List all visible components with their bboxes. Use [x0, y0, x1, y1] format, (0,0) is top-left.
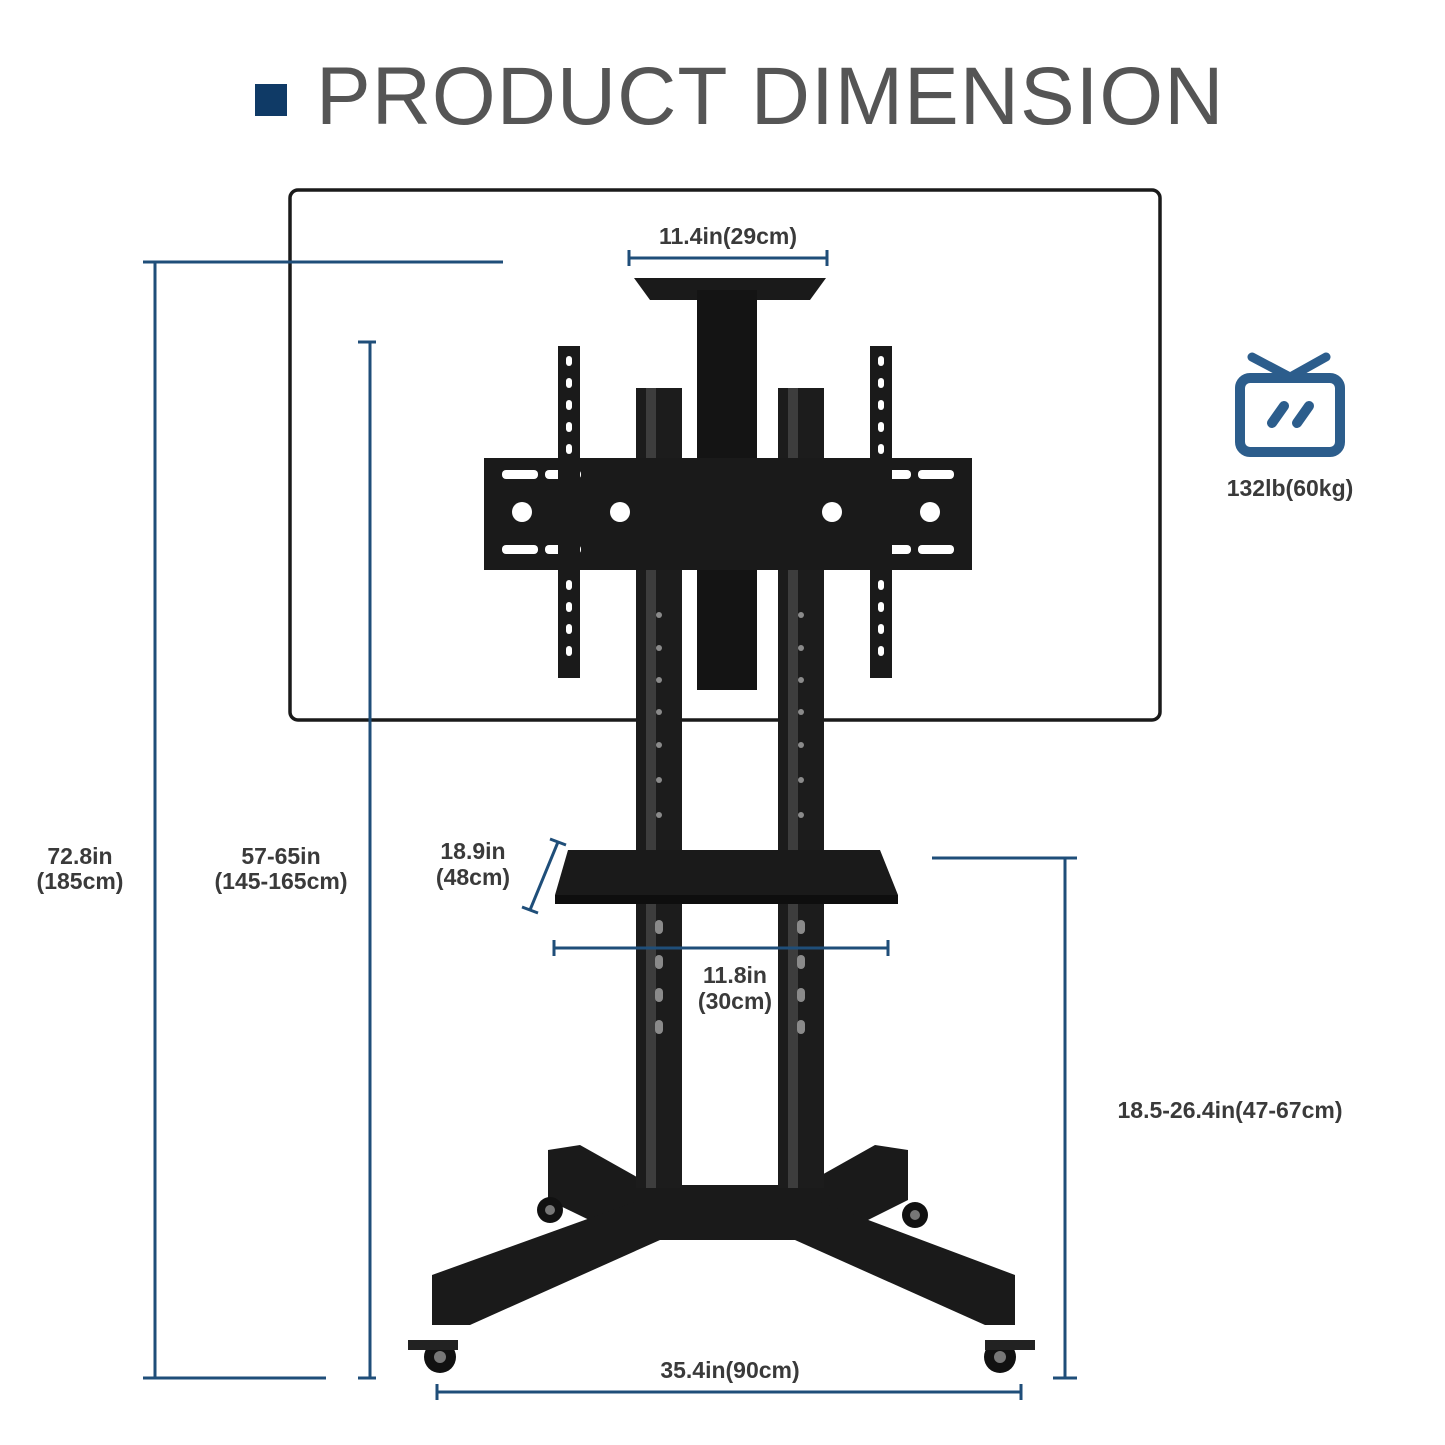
shelf-depth-inches-label: 18.9in [440, 838, 506, 864]
shelf-width-cm-label: (30cm) [697, 988, 773, 1014]
tv-icon [1235, 352, 1345, 457]
square-bullet-icon [255, 84, 287, 116]
shelf-depth-cm-label: (48cm) [435, 864, 511, 890]
caster-wheels [408, 1197, 1035, 1373]
shelf [555, 850, 898, 895]
shelf-width-inches-label: 11.8in [703, 962, 767, 988]
tv-screen-outline [288, 188, 1162, 722]
shelf-height-label: 18.5-26.4in(47-67cm) [1117, 1097, 1343, 1123]
overall-height-inches-label: 72.8in [47, 843, 113, 869]
mount-height-inches-label: 57-65in [241, 843, 321, 869]
plate-width-label: 11.4in(29cm) [658, 223, 798, 249]
overall-height-cm-label: (185cm) [36, 868, 124, 894]
dimension-lines [143, 250, 1077, 1400]
pole-adjustment-holes [655, 612, 805, 1034]
mount-height-cm-label: (145-165cm) [214, 868, 348, 894]
title-bar: PRODUCT DIMENSION [0, 48, 1445, 148]
weight-capacity-label: 132lb(60kg) [1226, 475, 1354, 501]
base-width-label: 35.4in(90cm) [660, 1357, 800, 1383]
stand-base [432, 1145, 1015, 1325]
top-plate [634, 278, 826, 300]
vertical-mount-arms [558, 346, 892, 678]
page-title: PRODUCT DIMENSION [316, 51, 1225, 142]
